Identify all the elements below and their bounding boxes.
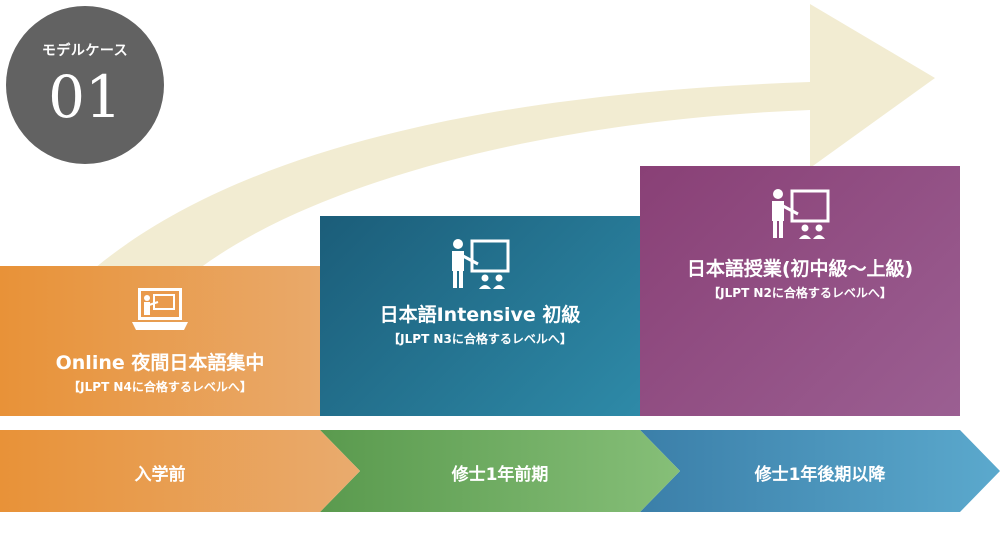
model-case-badge: モデルケース 01 [6,6,164,164]
online-lecture-laptop-icon [132,288,188,330]
course-level: 【JLPT N4に合格するレベルへ】 [68,380,252,394]
timeline-label-pre-enrollment: 入学前 [134,465,186,485]
classroom-teacher-icon [452,239,510,289]
timeline-label-first-term: 修士1年前期 [451,465,549,485]
course-title: 日本語Intensive 初級 [379,304,581,326]
timeline-segment-later-terms [0,430,360,512]
course-level: 【JLPT N3に合格するレベルへ】 [388,332,572,346]
course-level: 【JLPT N2に合格するレベルへ】 [708,286,892,300]
course-title: Online 夜間日本語集中 [55,352,265,374]
badge-number: 01 [48,63,122,131]
timeline-label-later-terms: 修士1年後期以降 [754,465,886,485]
timeline-bar [0,430,1000,512]
badge-label: モデルケース [41,43,129,59]
course-block-intensive: 日本語Intensive 初級 【JLPT N3に合格するレベルへ】 [320,216,640,416]
course-title: 日本語授業(初中級〜上級) [686,258,914,280]
course-block-advanced: 日本語授業(初中級〜上級) 【JLPT N2に合格するレベルへ】 [640,166,960,416]
timeline-segment-first-term [320,430,680,512]
classroom-teacher-icon [772,189,830,239]
course-block-online: Online 夜間日本語集中 【JLPT N4に合格するレベルへ】 [0,266,320,416]
timeline-segment-pre-enrollment [640,430,1000,512]
